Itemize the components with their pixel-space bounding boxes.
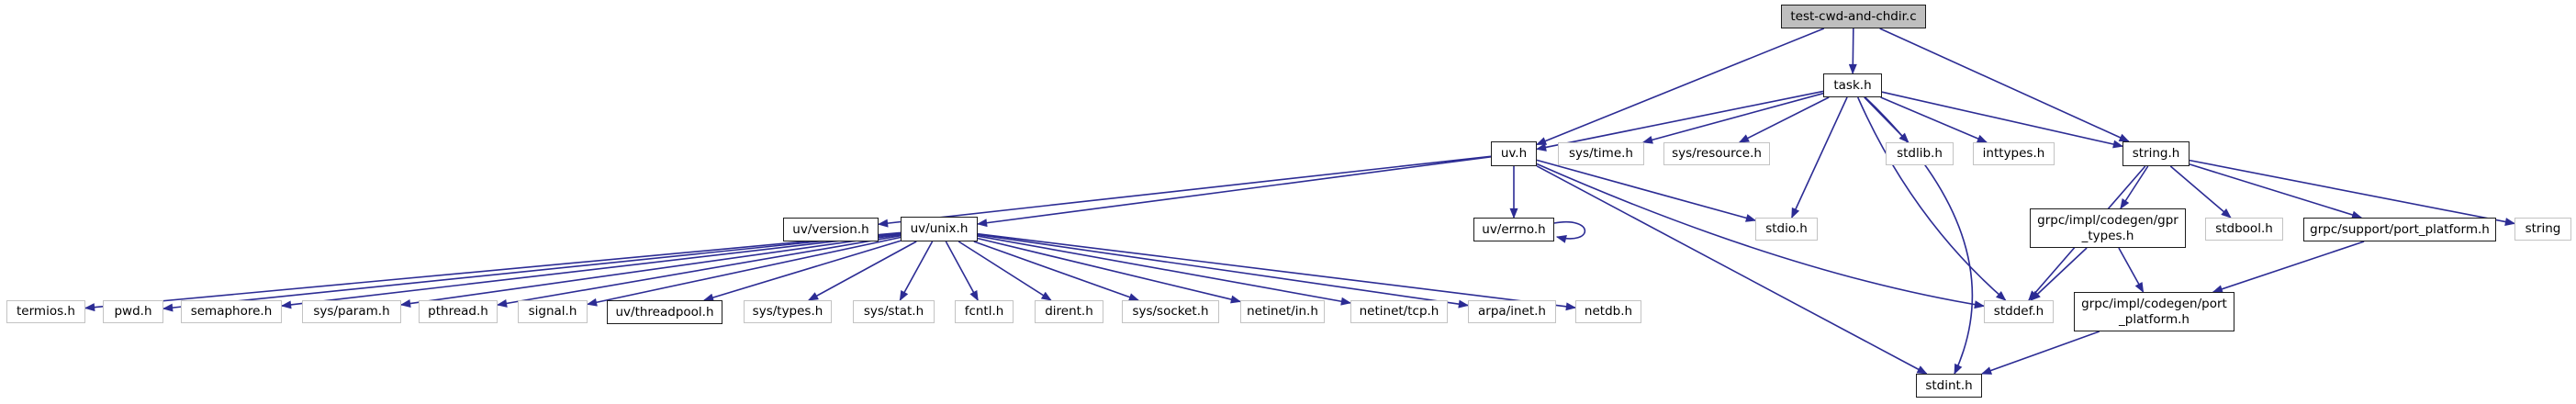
edge-uv-unix-h-to-termios-h xyxy=(84,231,902,312)
node-stdint-h[interactable]: stdint.h xyxy=(1916,374,1982,398)
edge-task-h-to-uv-h xyxy=(1535,90,1824,152)
node-netinet-in-h: netinet/in.h xyxy=(1240,300,1325,323)
edge-uv-unix-h-to-netdb-h xyxy=(977,232,1577,311)
node-inttypes-h: inttypes.h xyxy=(1973,142,2055,165)
node-uv-threadpool-h[interactable]: uv/threadpool.h xyxy=(607,300,722,324)
edge-grpc-support-port-platform-h-to-grpc-impl-codegen-port-platform-h xyxy=(2212,241,2365,294)
edge-task-h-to-stdio-h xyxy=(1791,96,1848,219)
edge-task-h-to-stdint-h xyxy=(1865,96,1974,376)
node-sys-socket-h: sys/socket.h xyxy=(1122,300,1219,323)
edge-uv-errno-h-to-uv-errno-h xyxy=(1553,220,1586,243)
edge-uv-unix-h-to-sys-socket-h xyxy=(973,241,1140,301)
node-sys-types-h: sys/types.h xyxy=(744,300,832,323)
node-stddef-h: stddef.h xyxy=(1984,300,2054,323)
edge-task-h-to-sys-resource-h xyxy=(1738,96,1830,143)
node-grpc-impl-codegen-gpr-types-h[interactable]: grpc/impl/codegen/gpr _types.h xyxy=(2030,208,2186,248)
edge-uv-unix-h-to-arpa-inet-h xyxy=(977,233,1470,309)
edge-task-h-to-sys-time-h xyxy=(1641,92,1824,144)
edge-test-cwd-and-chdir-c-to-task-h xyxy=(1848,28,1857,75)
node-test-cwd-and-chdir-c: test-cwd-and-chdir.c xyxy=(1781,5,1926,28)
edge-uv-h-to-stddef-h xyxy=(1536,163,1986,309)
edge-uv-unix-h-to-fcntl-h xyxy=(945,241,979,301)
edge-uv-unix-h-to-pwd-h xyxy=(162,232,902,312)
node-stdlib-h: stdlib.h xyxy=(1886,142,1954,165)
edge-uv-h-to-uv-unix-h xyxy=(976,155,1492,228)
node-dirent-h: dirent.h xyxy=(1035,300,1103,323)
node-arpa-inet-h: arpa/inet.h xyxy=(1468,300,1556,323)
edge-string-h-to-grpc-support-port-platform-h xyxy=(2189,163,2363,219)
edge-uv-unix-h-to-signal-h xyxy=(586,236,902,307)
node-task-h[interactable]: task.h xyxy=(1823,73,1882,97)
edge-uv-unix-h-to-netinet-tcp-h xyxy=(977,235,1352,306)
edge-uv-unix-h-to-uv-threadpool-h xyxy=(702,240,902,302)
node-semaphore-h: semaphore.h xyxy=(181,300,282,323)
edge-task-h-to-inttypes-h xyxy=(1880,96,1988,143)
node-signal-h: signal.h xyxy=(518,300,588,323)
edge-task-h-to-string-h xyxy=(1881,91,2124,149)
edge-string-h-to-string xyxy=(2189,159,2516,226)
node-string: string xyxy=(2514,218,2571,241)
edge-uv-unix-h-to-dirent-h xyxy=(958,241,1052,301)
edge-uv-h-to-stdint-h xyxy=(1536,165,1928,375)
edge-test-cwd-and-chdir-c-to-string-h xyxy=(1879,28,2130,142)
edge-uv-unix-h-to-sys-param-h xyxy=(399,233,902,308)
edge-uv-h-to-uv-version-h xyxy=(877,155,1492,228)
node-sys-param-h: sys/param.h xyxy=(302,300,401,323)
edge-uv-unix-h-to-pthread-h xyxy=(496,234,902,308)
node-grpc-impl-codegen-port-platform-h[interactable]: grpc/impl/codegen/port _platform.h xyxy=(2074,292,2234,331)
node-sys-resource-h: sys/resource.h xyxy=(1663,142,1770,165)
node-pwd-h: pwd.h xyxy=(103,300,163,323)
node-sys-stat-h: sys/stat.h xyxy=(853,300,935,323)
edge-grpc-impl-codegen-gpr-types-h-to-stddef-h xyxy=(2030,247,2088,301)
edge-uv-unix-h-to-sys-types-h xyxy=(807,241,917,301)
node-netinet-tcp-h: netinet/tcp.h xyxy=(1350,300,1448,323)
edge-uv-unix-h-to-sys-stat-h xyxy=(899,241,934,301)
edge-uv-unix-h-to-netinet-in-h xyxy=(977,237,1242,304)
node-stdbool-h: stdbool.h xyxy=(2205,218,2283,241)
node-fcntl-h: fcntl.h xyxy=(955,300,1014,323)
node-grpc-support-port-platform-h[interactable]: grpc/support/port_platform.h xyxy=(2303,218,2496,241)
node-uv-version-h[interactable]: uv/version.h xyxy=(783,218,879,241)
node-pthread-h: pthread.h xyxy=(419,300,498,323)
edge-test-cwd-and-chdir-c-to-uv-h xyxy=(1535,28,1825,146)
node-string-h[interactable]: string.h xyxy=(2122,141,2190,166)
edge-task-h-to-stddef-h xyxy=(1857,96,2007,301)
node-uv-unix-h[interactable]: uv/unix.h xyxy=(901,217,978,241)
edge-string-h-to-grpc-impl-codegen-gpr-types-h xyxy=(2120,165,2149,209)
node-uv-errno-h[interactable]: uv/errno.h xyxy=(1473,218,1554,241)
edge-grpc-impl-codegen-port-platform-h-to-stdint-h xyxy=(1980,331,2100,375)
node-uv-h[interactable]: uv.h xyxy=(1491,141,1537,166)
edge-string-h-to-stdbool-h xyxy=(2169,165,2232,219)
edge-grpc-impl-codegen-gpr-types-h-to-grpc-impl-codegen-port-platform-h xyxy=(2118,247,2145,293)
node-stdio-h: stdio.h xyxy=(1755,218,1818,241)
node-sys-time-h: sys/time.h xyxy=(1558,142,1644,165)
edge-uv-unix-h-to-semaphore-h xyxy=(280,232,902,309)
edge-uv-h-to-stdio-h xyxy=(1536,159,1757,222)
node-termios-h: termios.h xyxy=(6,300,85,323)
node-netdb-h: netdb.h xyxy=(1575,300,1641,323)
